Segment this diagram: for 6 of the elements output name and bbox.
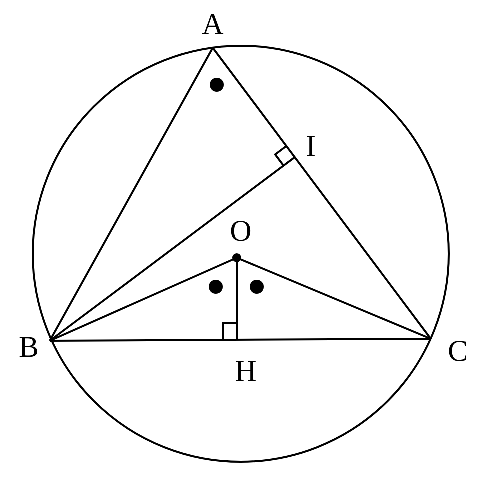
point-label: B	[19, 333, 39, 363]
point-label: C	[448, 337, 468, 367]
point-label: A	[202, 10, 224, 40]
point-label: O	[230, 217, 252, 247]
point-label: I	[306, 132, 316, 162]
point-label: H	[235, 357, 257, 387]
